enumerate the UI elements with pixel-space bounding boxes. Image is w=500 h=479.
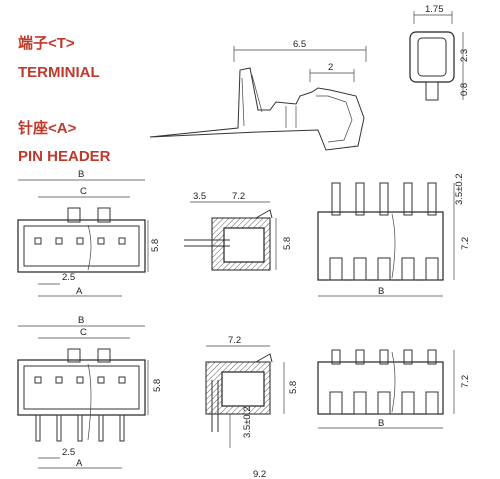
header-rear-view-bottom: 7.2 B [317,349,471,429]
top-front-dim-B: B [78,169,84,180]
terminal-front-view: 1.75 2.3 0.8 [409,4,470,101]
top-side-dim-5-8: 5.8 [282,237,293,250]
bottom-front-dim-C: C [80,327,87,338]
bottom-rear-dim-7-2: 7.2 [460,375,471,388]
dim-0-8: 0.8 [459,83,470,96]
bottom-side-dim-7-2: 7.2 [228,335,241,346]
top-rear-dim-7-2: 7.2 [460,237,471,250]
top-rear-dim-B: B [378,286,384,297]
bottom-side-dim-3-5: 3.5±0.2 [242,406,253,438]
top-side-dim-3-5: 3.5 [193,191,206,202]
header-rear-view-top: 3.5±0.2 7.2 B [317,173,471,297]
bottom-front-dim-B: B [78,315,84,326]
top-rear-dim-3-5: 3.5±0.2 [454,173,465,205]
header-front-view-bottom: B C 5.8 2.5 A [17,315,163,469]
bottom-rear-dim-B: B [378,418,384,429]
header-side-view-top: 3.5 7.2 5.8 [184,191,293,271]
top-front-dim-C: C [80,186,87,197]
dim-6-5: 6.5 [293,39,306,50]
dim-2: 2 [328,62,333,73]
dim-1-75: 1.75 [425,4,444,15]
top-front-dim-5-8: 5.8 [150,239,161,252]
pin-header-en-label: PIN HEADER [18,148,111,165]
dim-2-3: 2.3 [459,49,470,62]
top-side-dim-7-2: 7.2 [232,191,245,202]
pin-header-cn-label: 针座<A> [18,119,77,137]
header-front-view-top: B C 5.8 2.5 A [17,169,161,297]
terminal-cn-label: 端子<T> [18,34,75,52]
bottom-front-dim-A: A [76,458,83,469]
bottom-side-dim-5-8: 5.8 [288,381,299,394]
top-front-dim-2-5: 2.5 [62,272,75,283]
bottom-front-dim-2-5: 2.5 [62,447,75,458]
bottom-cut-dim: 9.2 [253,469,266,479]
bottom-front-dim-5-8: 5.8 [152,379,163,392]
top-front-dim-A: A [76,286,83,297]
header-side-view-bottom: 7.2 5.8 3.5±0.2 [205,335,299,448]
terminal-side-view: 6.5 2 [149,39,367,151]
terminal-en-label: TERMINIAL [18,64,100,81]
